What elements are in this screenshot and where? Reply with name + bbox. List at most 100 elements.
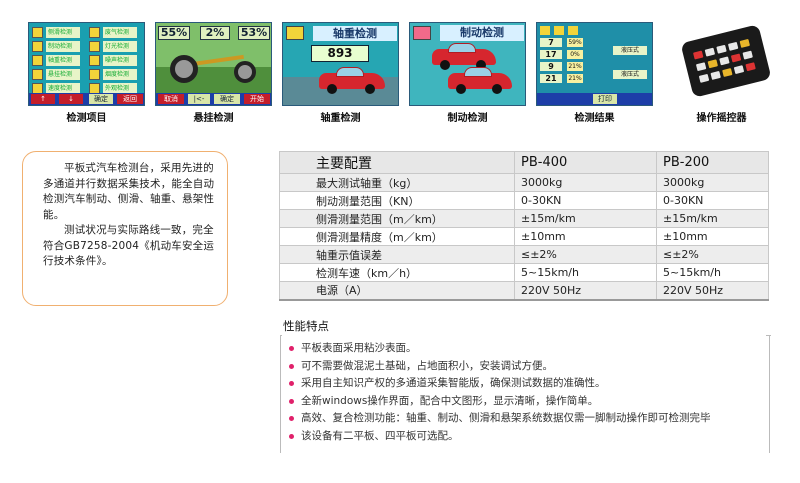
check-icon bbox=[32, 27, 43, 38]
brake-type-tag: 液压式 bbox=[613, 46, 647, 55]
table-row: 侧滑测量精度（m／km） ±10mm ±10mm bbox=[279, 227, 769, 246]
cancel-button[interactable]: 取消 bbox=[158, 94, 184, 104]
remote-control-icon bbox=[680, 24, 772, 98]
bullet-icon bbox=[289, 433, 294, 439]
feature-text: 全新windows操作界面，配合中文图形，显示清晰，操作简单。 bbox=[301, 394, 599, 407]
suspension-diff-readout: 2% bbox=[200, 26, 230, 40]
screen-title: 制动检测 bbox=[440, 25, 524, 41]
bullet-icon bbox=[289, 346, 294, 351]
table-row: 制动测量范围（KN） 0-30KN 0-30KN bbox=[279, 191, 769, 210]
toolbar: ↑ ↓ 确定 返回 bbox=[29, 93, 144, 105]
list-item: 全新windows操作界面，配合中文图形，显示清晰，操作简单。 bbox=[289, 393, 769, 411]
test-item-label: 灯光检测 bbox=[103, 41, 137, 52]
spec-value: ±15m/km bbox=[656, 209, 769, 228]
feature-text: 高效、复合检测功能：轴重、制动、侧滑和悬架系统数据仅需一脚制动操作即可检测完毕 bbox=[301, 412, 711, 424]
print-button[interactable]: 打印 bbox=[593, 94, 617, 104]
toolbar: 取消 |<- 确定 开始 bbox=[156, 93, 271, 105]
thumb-brake-test: 制动检测 bbox=[409, 22, 526, 106]
spec-label: 侧滑测量精度（m／km） bbox=[279, 227, 515, 246]
down-arrow-button[interactable]: ↓ bbox=[59, 94, 83, 104]
description-paragraph: 平板式汽车检测台，采用先进的多通道并行数据采集技术，能全自动检测汽车制动、侧滑、… bbox=[43, 162, 215, 221]
result-value: 7 bbox=[540, 38, 562, 47]
brake-type-tag: 液压式 bbox=[613, 70, 647, 79]
thumb-suspension-test: 55% 2% 53% 取消 |<- 确定 开始 bbox=[155, 22, 272, 106]
first-button[interactable]: |<- bbox=[188, 94, 210, 104]
test-item-label: 悬挂检测 bbox=[46, 69, 80, 80]
product-description: 平板式汽车检测台，采用先进的多通道并行数据采集技术，能全自动检测汽车制动、侧滑、… bbox=[22, 151, 228, 306]
features-title: 性能特点 bbox=[283, 319, 329, 333]
column-header: PB-400 bbox=[514, 151, 657, 174]
wheel-icon bbox=[234, 61, 256, 83]
test-item-label: 烟度检测 bbox=[103, 69, 137, 80]
thumb-test-results: 7 17 9 21 59% 0% 21% 21% 液压式 液压式 打印 bbox=[536, 22, 653, 106]
check-icon bbox=[32, 55, 43, 66]
thumb-caption: 检测结果 bbox=[574, 113, 615, 124]
car-icon bbox=[448, 67, 512, 94]
spec-label: 最大测试轴重（kg） bbox=[279, 173, 515, 192]
list-item: 采用自主知识产权的多通道采集智能版，确保测试数据的准确性。 bbox=[289, 375, 769, 393]
result-icon bbox=[568, 26, 578, 35]
thumb-caption: 悬挂检测 bbox=[193, 113, 234, 124]
test-item-label: 外观检测 bbox=[103, 83, 137, 94]
spec-value: ±15m/km bbox=[514, 209, 657, 228]
up-arrow-button[interactable]: ↑ bbox=[31, 94, 55, 104]
list-item: 可不需要做混泥土基础，占地面积小，安装调试方便。 bbox=[289, 358, 769, 376]
suspension-right-readout: 53% bbox=[238, 26, 270, 40]
start-button[interactable]: 开始 bbox=[244, 94, 270, 104]
table-row: 轴重示值误差 ≤±2% ≤±2% bbox=[279, 245, 769, 264]
spec-label: 电源（A） bbox=[279, 281, 515, 301]
list-item: 高效、复合检测功能：轴重、制动、侧滑和悬架系统数据仅需一脚制动操作即可检测完毕 bbox=[289, 410, 769, 428]
spec-label: 制动测量范围（KN） bbox=[279, 191, 515, 210]
result-percent: 59% bbox=[567, 38, 583, 47]
list-item: 该设备有二平板、四平板可选配。 bbox=[289, 428, 769, 446]
car-icon bbox=[319, 67, 385, 94]
back-button[interactable]: 返回 bbox=[117, 94, 143, 104]
spec-label: 侧滑测量范围（m／km） bbox=[279, 209, 515, 228]
screen-title: 轴重检测 bbox=[313, 26, 397, 41]
check-icon bbox=[32, 69, 43, 80]
spec-value: 220V 50Hz bbox=[656, 281, 769, 301]
test-item-label: 侧滑检测 bbox=[46, 27, 80, 38]
thumb-caption: 轴重检测 bbox=[320, 113, 361, 124]
confirm-button[interactable]: 确定 bbox=[214, 94, 240, 104]
feature-text: 平板表面采用粘沙表面。 bbox=[301, 342, 417, 354]
spec-value: ±10mm bbox=[656, 227, 769, 246]
thumb-remote-control bbox=[663, 22, 780, 106]
thumb-caption: 操作摇控器 bbox=[696, 113, 747, 124]
spec-value: 220V 50Hz bbox=[514, 281, 657, 301]
test-item-label: 制动检测 bbox=[46, 41, 80, 52]
scale-icon bbox=[286, 26, 304, 40]
bullet-icon bbox=[289, 398, 294, 404]
list-item: 平板表面采用粘沙表面。 bbox=[289, 340, 769, 358]
spec-table: 主要配置 PB-400 PB-200 最大测试轴重（kg） 3000kg 300… bbox=[279, 151, 769, 301]
toolbar: 打印 bbox=[537, 93, 652, 105]
thumb-test-items: 侧滑检测 制动检测 轴重检测 悬挂检测 速度检测 废气检测 灯光检测 噪声检测 … bbox=[28, 22, 145, 106]
column-header: PB-200 bbox=[656, 151, 769, 174]
description-paragraph: 测试状况与实际路线一致，完全符合GB7258-2004《机动车安全运行技术条件》… bbox=[43, 224, 215, 267]
check-icon bbox=[89, 27, 100, 38]
thumb-caption: 检测项目 bbox=[66, 113, 107, 124]
result-percent: 21% bbox=[567, 74, 583, 83]
result-icon bbox=[554, 26, 564, 35]
test-item-column-left: 侧滑检测 制动检测 轴重检测 悬挂检测 速度检测 bbox=[32, 26, 82, 96]
spec-value: 0-30KN bbox=[656, 191, 769, 210]
column-header: 主要配置 bbox=[279, 151, 515, 174]
spec-value: ±10mm bbox=[514, 227, 657, 246]
check-icon bbox=[32, 41, 43, 52]
spec-value: 5~15km/h bbox=[514, 263, 657, 282]
feature-text: 可不需要做混泥土基础，占地面积小，安装调试方便。 bbox=[301, 359, 553, 372]
check-icon bbox=[89, 41, 100, 52]
table-row: 检测车速（km／h） 5~15km/h 5~15km/h bbox=[279, 263, 769, 282]
table-header-row: 主要配置 PB-400 PB-200 bbox=[279, 151, 769, 174]
confirm-button[interactable]: 确定 bbox=[89, 94, 113, 104]
check-icon bbox=[89, 55, 100, 66]
car-icon bbox=[432, 43, 496, 70]
result-value: 9 bbox=[540, 62, 562, 71]
spec-value: ≤±2% bbox=[656, 245, 769, 264]
spec-value: 5~15km/h bbox=[656, 263, 769, 282]
screenshot-gallery: 侧滑检测 制动检测 轴重检测 悬挂检测 速度检测 废气检测 灯光检测 噪声检测 … bbox=[28, 22, 780, 127]
test-item-label: 轴重检测 bbox=[46, 55, 80, 66]
spec-value: 3000kg bbox=[514, 173, 657, 192]
table-row: 最大测试轴重（kg） 3000kg 3000kg bbox=[279, 173, 769, 192]
spec-label: 轴重示值误差 bbox=[279, 245, 515, 264]
